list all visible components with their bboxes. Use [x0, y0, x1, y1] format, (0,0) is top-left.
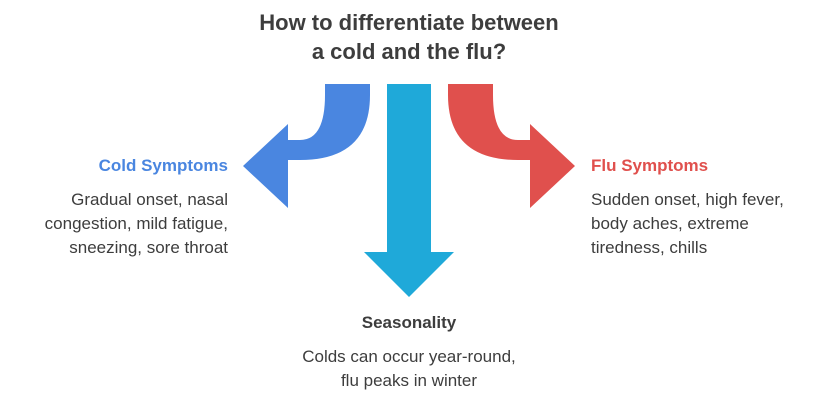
title-line-2: a cold and the flu? [311, 39, 507, 64]
cold-desc-line: Gradual onset, nasal [71, 190, 228, 209]
flu-desc-line: body aches, extreme [591, 214, 749, 233]
seasonality-description: Colds can occur year-round, flu peaks in… [0, 345, 818, 393]
cold-arrow [243, 84, 370, 208]
season-desc-line: flu peaks in winter [340, 371, 478, 390]
seasonality-heading: Seasonality [361, 313, 457, 332]
flu-symptoms-description: Sudden onset, high fever, body aches, ex… [591, 188, 811, 260]
flu-symptoms-heading: Flu Symptoms [591, 156, 709, 175]
season-desc-line: Colds can occur year-round, [302, 347, 516, 366]
title-line-1: How to differentiate between [259, 10, 559, 35]
flu-desc-line: tiredness, chills [591, 238, 708, 257]
cold-symptoms-heading: Cold Symptoms [98, 156, 228, 175]
flu-desc-line: Sudden onset, high fever, [591, 190, 784, 209]
seasonality-arrow [364, 84, 454, 297]
flu-arrow [448, 84, 575, 208]
cold-desc-line: sneezing, sore throat [69, 238, 228, 257]
cold-desc-line: congestion, mild fatigue, [44, 214, 228, 233]
diagram-title: How to differentiate between a cold and … [0, 8, 818, 66]
cold-symptoms-description: Gradual onset, nasal congestion, mild fa… [0, 188, 228, 260]
